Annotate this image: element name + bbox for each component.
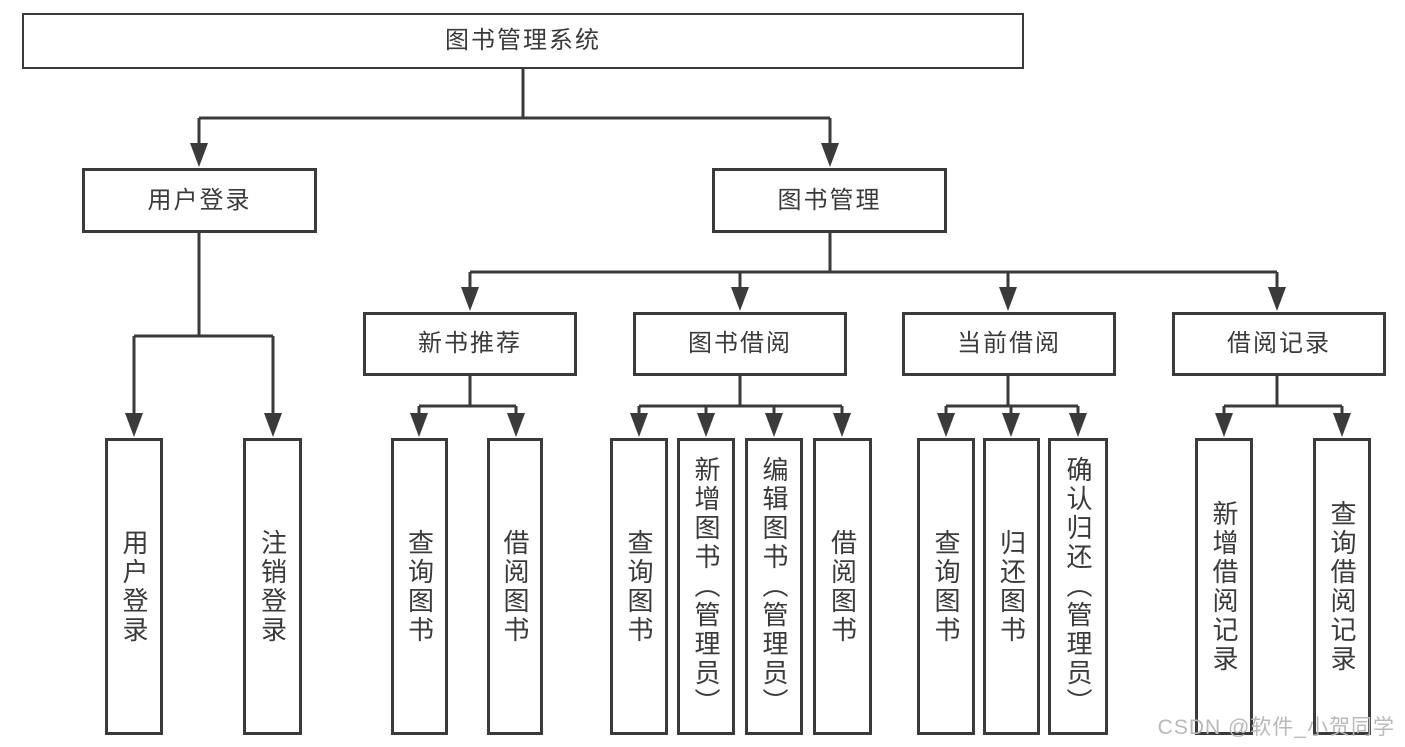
connector-newrec-to-leaves [417,376,518,414]
leaf-borrow-books: 借阅图书 [487,438,543,735]
leaf-user-login: 用户登录 [105,438,163,735]
node-current-borrowing: 当前借阅 [902,312,1116,376]
leaf-query-books: 查询图书 [917,438,975,735]
connector-current-to-leaves [944,376,1080,414]
leaf-return-books: 归还图书 [983,438,1040,735]
leaf-logout: 注销登录 [243,438,302,735]
leaf-add-borrow-record: 新增借阅记录 [1195,438,1253,735]
leaf-edit-books-admin: 编辑图书（管理员） [745,438,803,735]
connector-records-to-leaves [1222,376,1344,414]
node-book-borrowing: 图书借阅 [633,312,847,376]
leaf-add-books-admin: 新增图书（管理员） [677,438,735,735]
leaf-query-books: 查询图书 [610,438,668,735]
node-user-login: 用户登录 [82,168,317,233]
connector-mgmt-to-level3 [468,233,1279,288]
leaf-confirm-return-admin: 确认归还（管理员） [1048,438,1108,735]
connector-root-to-level2 [197,68,832,144]
node-book-management: 图书管理 [712,168,947,233]
leaf-query-borrow-record: 查询借阅记录 [1313,438,1371,735]
connector-login-to-leaves [132,233,275,414]
node-borrowing-records: 借阅记录 [1172,312,1386,376]
connector-borrow-to-leaves [637,376,844,414]
arrowheads [125,143,1351,437]
watermark: CSDN @软件_小贺同学 [1157,716,1395,739]
leaf-query-books: 查询图书 [391,438,448,735]
node-new-book-recommend: 新书推荐 [363,312,577,376]
leaf-borrow-books: 借阅图书 [813,438,872,735]
node-library-system: 图书管理系统 [22,13,1024,69]
